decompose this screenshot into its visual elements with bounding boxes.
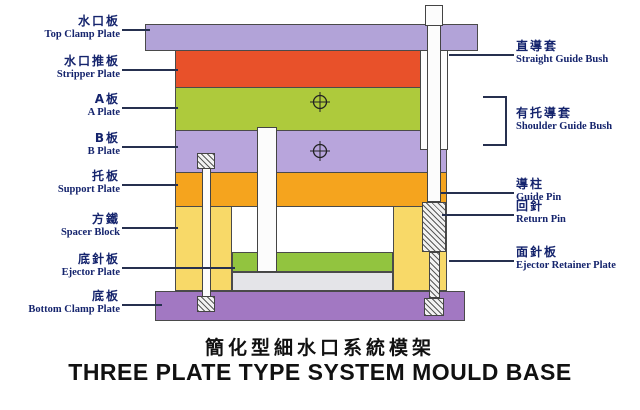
label-guide-pin-en: Guide Pin bbox=[516, 192, 562, 203]
label-b-plate-zh: B板 bbox=[94, 131, 120, 145]
label-a-plate-en: A Plate bbox=[87, 107, 120, 118]
label-guide-pin-zh: 導柱 bbox=[516, 177, 545, 191]
label-support-plate: 托板 Support Plate bbox=[58, 169, 120, 196]
label-spacer-block: 方鐵 Spacer Block bbox=[61, 212, 120, 239]
label-bottom-clamp-plate-en: Bottom Clamp Plate bbox=[28, 304, 120, 315]
label-spacer-block-zh: 方鐵 bbox=[91, 212, 120, 226]
guide-pin-body bbox=[422, 202, 446, 252]
label-ejector-plate-zh: 底針板 bbox=[77, 252, 120, 266]
label-straight-guide-bush: 直導套 Straight Guide Bush bbox=[516, 39, 608, 66]
return-pin-head bbox=[424, 298, 444, 316]
label-ejector-retainer-plate: 面針板 Ejector Retainer Plate bbox=[516, 245, 616, 272]
label-a-plate-zh: A板 bbox=[94, 92, 120, 106]
ejector-plate bbox=[232, 272, 393, 291]
puller-bolt-bottom-head bbox=[197, 296, 215, 312]
support-plate bbox=[175, 172, 447, 207]
leader-straight-guide-bush bbox=[449, 54, 514, 56]
label-straight-guide-bush-en: Straight Guide Bush bbox=[516, 54, 609, 65]
puller-bolt-shaft bbox=[202, 168, 211, 298]
label-spacer-block-en: Spacer Block bbox=[60, 227, 120, 238]
label-return-pin-zh: 回針 bbox=[516, 199, 545, 213]
label-a-plate: A板 A Plate bbox=[88, 92, 120, 119]
leader-top-clamp-plate bbox=[122, 29, 150, 31]
label-shoulder-guide-bush-en: Shoulder Guide Bush bbox=[516, 121, 613, 132]
a-plate bbox=[175, 87, 447, 131]
leader-guide-pin bbox=[441, 192, 514, 194]
label-support-plate-en: Support Plate bbox=[57, 184, 120, 195]
label-stripper-plate-zh: 水口推板 bbox=[63, 54, 120, 68]
label-ejector-plate-en: Ejector Plate bbox=[61, 267, 120, 278]
label-straight-guide-bush-zh: 直導套 bbox=[516, 39, 559, 53]
guide-pin-shaft bbox=[427, 25, 441, 202]
leader-stripper-plate bbox=[122, 69, 178, 71]
title-chinese: 簡化型細水口系統模架 bbox=[204, 337, 435, 359]
stripper-plate bbox=[175, 50, 447, 88]
leader-bottom-clamp-plate bbox=[122, 304, 162, 306]
label-ejector-retainer-plate-zh: 面針板 bbox=[516, 245, 559, 259]
leader-ejector-retainer-plate bbox=[449, 260, 514, 262]
label-shoulder-guide-bush: 有托導套 Shoulder Guide Bush bbox=[516, 106, 612, 133]
return-pin-shaft bbox=[429, 252, 440, 298]
label-ejector-plate: 底針板 Ejector Plate bbox=[62, 252, 120, 279]
puller-bolt-top-head bbox=[197, 153, 215, 169]
label-top-clamp-plate-zh: 水口板 bbox=[77, 14, 120, 28]
crosshair-screw-icon bbox=[310, 92, 330, 112]
leader-a-plate bbox=[122, 107, 178, 109]
label-stripper-plate: 水口推板 Stripper Plate bbox=[57, 54, 120, 81]
label-bottom-clamp-plate: 底板 Bottom Clamp Plate bbox=[28, 289, 120, 316]
label-support-plate-zh: 托板 bbox=[91, 169, 120, 183]
label-guide-pin: 導柱 Guide Pin bbox=[516, 177, 561, 204]
label-top-clamp-plate: 水口板 Top Clamp Plate bbox=[45, 14, 120, 41]
title-english: THREE PLATE TYPE SYSTEM MOULD BASE bbox=[68, 359, 572, 385]
leader-spacer-block bbox=[122, 227, 178, 229]
label-return-pin: 回針 Return Pin bbox=[516, 199, 566, 226]
support-pillar bbox=[257, 127, 277, 272]
label-b-plate-en: B Plate bbox=[87, 146, 120, 157]
label-top-clamp-plate-en: Top Clamp Plate bbox=[44, 29, 120, 40]
leader-return-pin bbox=[442, 214, 514, 216]
label-return-pin-en: Return Pin bbox=[516, 214, 566, 225]
leader-ejector-plate bbox=[122, 267, 235, 269]
leader-b-plate bbox=[122, 146, 178, 148]
leader-support-plate bbox=[122, 184, 178, 186]
label-ejector-retainer-plate-en: Ejector Retainer Plate bbox=[516, 260, 616, 271]
label-b-plate: B板 B Plate bbox=[88, 131, 120, 158]
shoulder-guide-bush-bracket bbox=[483, 96, 507, 146]
label-stripper-plate-en: Stripper Plate bbox=[56, 69, 120, 80]
crosshair-screw-icon bbox=[310, 141, 330, 161]
guide-pin-head bbox=[425, 5, 443, 26]
label-shoulder-guide-bush-zh: 有托導套 bbox=[516, 106, 573, 120]
label-bottom-clamp-plate-zh: 底板 bbox=[91, 289, 120, 303]
